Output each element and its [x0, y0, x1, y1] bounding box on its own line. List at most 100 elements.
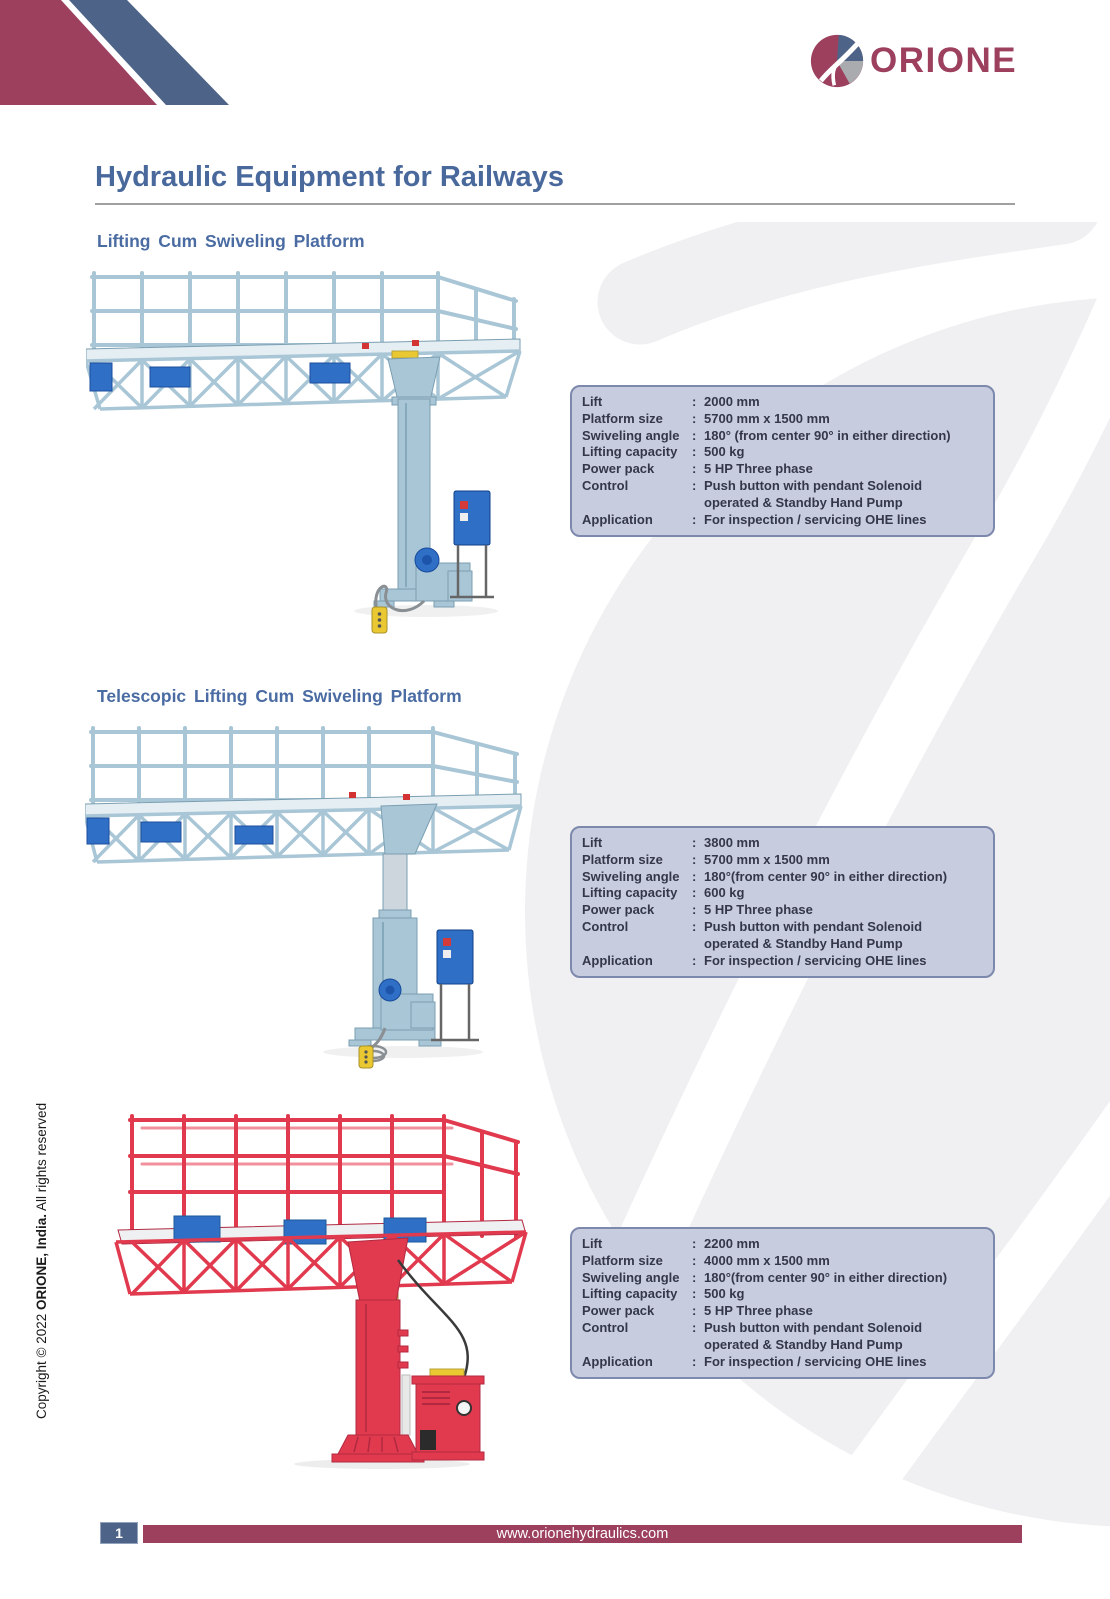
spec-colon: : [692, 918, 697, 934]
spec-value: For inspection / servicing OHE lines [704, 952, 927, 968]
spec-table-telescopic-platform: Lift:3800 mm Platform size:5700 mm x 150… [570, 826, 995, 979]
spec-row: Application: For inspection / servicing O… [582, 1354, 989, 1371]
spec-label: Lift [582, 1236, 603, 1251]
spec-label: Lifting capacity [582, 1286, 678, 1302]
spec-label: Control [582, 1319, 629, 1335]
spec-colon: : [692, 1319, 697, 1335]
footer-website-bar: www.orionehydraulics.com [143, 1525, 1022, 1543]
spec-label: Power pack [582, 1303, 655, 1319]
spec-label: Power pack [582, 902, 655, 918]
page-number-badge: 1 [100, 1522, 138, 1544]
spec-table-lifting-platform: Lift:2000 mm Platform size:5700 mm x 150… [570, 385, 995, 538]
spec-label: Platform size [582, 851, 663, 867]
spec-colon: : [692, 1269, 697, 1285]
brand-name: ORIONE [870, 41, 1018, 80]
spec-label: Lifting capacity [582, 444, 678, 460]
spec-label: Lift [582, 394, 603, 409]
spec-colon: : [692, 835, 697, 850]
spec-row: Platform size:5700 mm x 1500 mm [582, 411, 989, 428]
spec-label: Lifting capacity [582, 885, 678, 901]
spec-value: 5 HP Three phase [704, 461, 813, 477]
spec-value: Push button with pendant Solenoid operat… [704, 477, 923, 510]
copyright-suffix: All rights reserved [34, 1102, 49, 1214]
spec-row: Application:For inspection / servicing O… [582, 953, 989, 970]
spec-value: 4000 mm x 1500 mm [704, 1252, 830, 1268]
spec-value: For inspection / servicing OHE lines [704, 1353, 927, 1369]
spec-colon: : [692, 868, 697, 884]
spec-colon: : [692, 394, 697, 409]
figure-red-lifting-platform [114, 1114, 528, 1469]
spec-colon: : [692, 477, 697, 493]
figure-telescopic-platform [85, 726, 523, 1069]
spec-value: 500 kg [704, 1286, 745, 1302]
spec-colon: : [692, 1236, 697, 1251]
spec-label: Control [582, 918, 629, 934]
spec-label: Platform size [582, 1252, 663, 1268]
spec-row: Control: Push button with pendant Solenoi… [582, 478, 989, 512]
spec-value: 2200 mm [704, 1236, 760, 1251]
spec-row: Lift:2200 mm [582, 1236, 989, 1253]
spec-colon: : [692, 1353, 697, 1369]
spec-label: Platform size [582, 410, 663, 426]
spec-value: 180° (from center 90° in either directio… [704, 427, 951, 443]
spec-row: Lifting capacity:500 kg [582, 1286, 989, 1303]
spec-value: 5700 mm x 1500 mm [704, 410, 830, 426]
spec-colon: : [692, 952, 697, 968]
spec-row: Lift:3800 mm [582, 835, 989, 852]
spec-colon: : [692, 1286, 697, 1302]
spec-row: Control: Push button with pendant Solenoi… [582, 1320, 989, 1354]
spec-value: 5 HP Three phase [704, 902, 813, 918]
spec-value: 180°(from center 90° in either direction… [704, 868, 948, 884]
spec-value: 600 kg [704, 885, 745, 901]
spec-row: Lifting capacity:600 kg [582, 885, 989, 902]
spec-value: 5 HP Three phase [704, 1303, 813, 1319]
section-heading-telescopic-platform: Telescopic Lifting Cum Swiveling Platfor… [97, 686, 462, 706]
spec-row: Swiveling angle:180°(from center 90° in … [582, 1270, 989, 1287]
copyright-notice: Copyright © 2022 ORIONE, India. All righ… [34, 999, 51, 1419]
spec-label: Control [582, 477, 629, 493]
spec-value: 180°(from center 90° in either direction… [704, 1269, 948, 1285]
spec-colon: : [692, 1252, 697, 1268]
section-heading-lifting-platform: Lifting Cum Swiveling Platform [97, 231, 365, 251]
spec-label: Swiveling angle [582, 1269, 680, 1285]
spec-label: Application [582, 511, 653, 527]
spec-row: Platform size:5700 mm x 1500 mm [582, 852, 989, 869]
spec-table-red-platform: Lift:2200 mm Platform size:4000 mm x 150… [570, 1227, 995, 1380]
title-divider [95, 203, 1015, 205]
spec-value: 2000 mm [704, 394, 760, 409]
spec-row: Power pack:5 HP Three phase [582, 461, 989, 478]
spec-colon: : [692, 461, 697, 477]
spec-label: Swiveling angle [582, 868, 680, 884]
spec-row: Swiveling angle:180° (from center 90° in… [582, 428, 989, 445]
spec-value: 5700 mm x 1500 mm [704, 851, 830, 867]
orione-logo: ORIONE [810, 34, 1017, 88]
copyright-brand: ORIONE, India. [34, 1213, 49, 1310]
spec-row: Control: Push button with pendant Solenoi… [582, 919, 989, 953]
spec-colon: : [692, 851, 697, 867]
spec-value: For inspection / servicing OHE lines [704, 511, 927, 527]
spec-value: Push button with pendant Solenoid operat… [704, 918, 923, 951]
page-title: Hydraulic Equipment for Railways [95, 161, 564, 193]
figure-lifting-platform [86, 271, 522, 634]
corner-ribbon [0, 0, 229, 105]
spec-value: Push button with pendant Solenoid operat… [704, 1319, 923, 1352]
orione-logo-icon [810, 34, 864, 88]
corner-ribbon-blue [69, 0, 229, 105]
spec-label: Lift [582, 835, 603, 850]
copyright-prefix: Copyright © 2022 [34, 1309, 49, 1419]
spec-row: Lifting capacity:500 kg [582, 444, 989, 461]
spec-label: Application [582, 1353, 653, 1369]
spec-colon: : [692, 902, 697, 918]
corner-ribbon-maroon [0, 0, 157, 105]
spec-row: Lift:2000 mm [582, 394, 989, 411]
spec-label: Power pack [582, 461, 655, 477]
spec-value: 500 kg [704, 444, 745, 460]
spec-colon: : [692, 444, 697, 460]
spec-row: Swiveling angle:180°(from center 90° in … [582, 869, 989, 886]
spec-row: Power pack:5 HP Three phase [582, 1303, 989, 1320]
spec-colon: : [692, 427, 697, 443]
spec-row: Application:For inspection / servicing O… [582, 512, 989, 529]
spec-colon: : [692, 410, 697, 426]
spec-colon: : [692, 885, 697, 901]
